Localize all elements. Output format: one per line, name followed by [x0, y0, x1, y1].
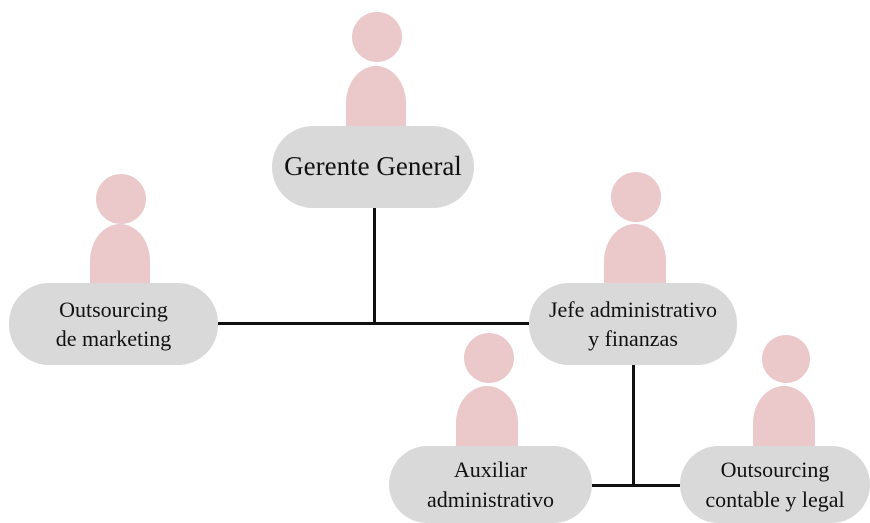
- person-head-icon: [352, 12, 402, 62]
- node-label: de marketing: [55, 326, 172, 351]
- person-body-icon: [604, 224, 666, 284]
- connector-line: [632, 365, 635, 486]
- node-label: contable y legal: [705, 486, 845, 512]
- person-head-icon: [762, 335, 810, 383]
- node-label: Auxiliar: [453, 457, 528, 483]
- node-auxiliar-administrativo: Auxiliar administrativo: [389, 446, 592, 523]
- person-body-icon: [346, 66, 406, 126]
- person-body-icon: [456, 386, 518, 446]
- person-head-icon: [464, 333, 514, 383]
- node-label: Outsourcing: [59, 296, 168, 322]
- node-gerente-general: Gerente General: [272, 126, 474, 208]
- node-label: administrativo: [426, 486, 555, 512]
- node-label: Jefe administrativo: [548, 296, 717, 322]
- person-head-icon: [611, 172, 661, 222]
- connector-line: [373, 208, 376, 324]
- person-body-icon: [753, 386, 815, 446]
- node-outsourcing-marketing: Outsourcing de marketing: [9, 283, 218, 365]
- connector-line: [592, 484, 680, 487]
- node-label: Gerente General: [284, 151, 462, 182]
- node-jefe-administrativo-finanzas: Jefe administrativo y finanzas: [529, 283, 737, 365]
- node-outsourcing-contable-legal: Outsourcing contable y legal: [680, 446, 870, 523]
- person-head-icon: [96, 174, 146, 224]
- connector-line: [218, 322, 529, 325]
- node-label: Outsourcing: [720, 457, 830, 483]
- node-label: y finanzas: [588, 326, 678, 351]
- person-body-icon: [90, 224, 150, 284]
